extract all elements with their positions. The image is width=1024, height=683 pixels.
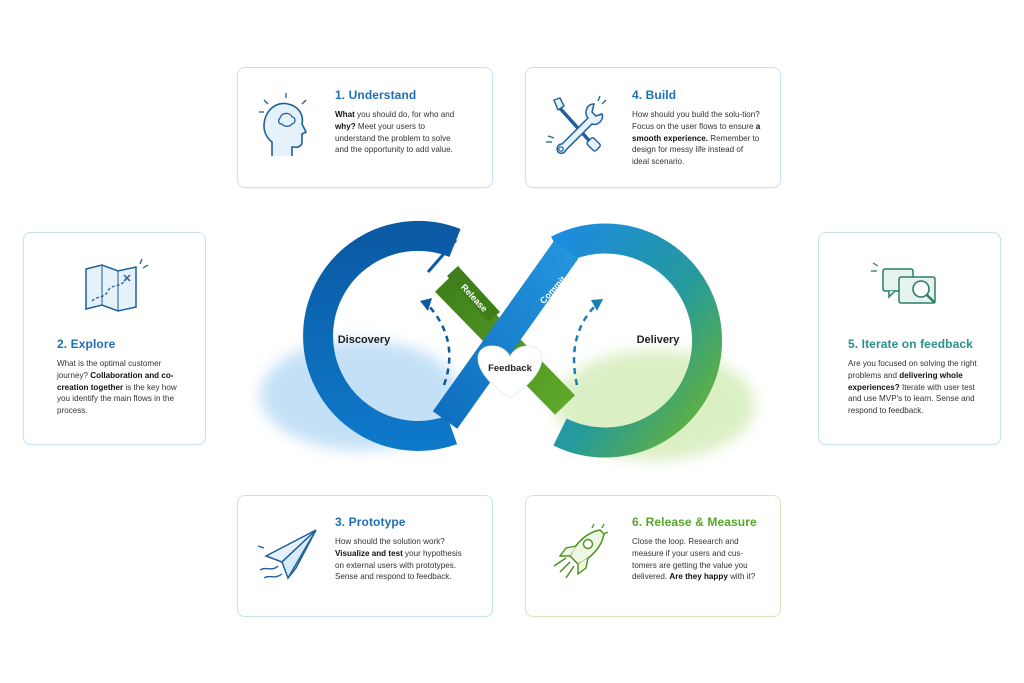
- understand-lead-2: why?: [335, 121, 356, 131]
- loop-label-feedback: Feedback: [488, 363, 533, 374]
- feedback-heart: [477, 345, 543, 399]
- map-icon: [85, 258, 149, 312]
- card-build-title: 4. Build: [632, 88, 677, 102]
- card-explore-text: What is the optimal customer journey? Co…: [57, 358, 181, 417]
- prototype-bold-1: Visualize and test: [335, 548, 403, 558]
- iterate-text-1: Are you focused on solving the right pro…: [848, 359, 977, 380]
- card-iterate: 5. Iterate on feedback Are you focused o…: [818, 232, 1001, 445]
- tools-icon: [546, 95, 607, 155]
- card-explore-title: 2. Explore: [57, 337, 116, 351]
- card-explore: 2. Explore What is the optimal customer …: [23, 232, 206, 445]
- discovery-arrowhead: [420, 298, 432, 311]
- delivery-dashed-arrow: [572, 304, 597, 386]
- iterate-text-2: Iterate with user test and use MVP's to …: [848, 382, 975, 416]
- iterate-bold-1: delivering whole experiences?: [848, 370, 963, 392]
- head-idea-icon: [259, 93, 308, 156]
- card-release-measure: 6. Release & Measure Close the loop. Res…: [525, 495, 781, 617]
- release-text-1: Close the loop. Research and measure if …: [632, 537, 748, 582]
- paper-plane-icon: [257, 529, 317, 580]
- understand-lead-1: What: [335, 110, 355, 119]
- build-text-1: How should you build the solu-tion? Focu…: [632, 110, 760, 131]
- release-bold-1: Are they happy: [669, 572, 728, 582]
- card-understand-text: What you should do, for who and why? Mee…: [335, 109, 459, 156]
- prototype-text-2: your hypothesis on external users with p…: [335, 548, 462, 582]
- understand-text-1: you should do, for who and: [354, 110, 455, 119]
- explore-text-2: is the key how you identify the main flo…: [57, 382, 177, 416]
- loop-label-discovery: Discovery: [338, 334, 391, 346]
- card-prototype-title: 3. Prototype: [335, 515, 406, 529]
- card-iterate-title: 5. Iterate on feedback: [848, 337, 973, 351]
- loop-end-marker: [426, 239, 458, 273]
- loop-right-delivery: [551, 223, 723, 458]
- release-text-2: with it?: [727, 572, 756, 582]
- loop-left-discovery: [303, 220, 461, 451]
- chat-search-icon: [871, 262, 936, 304]
- build-bold-1: a smooth experience.: [632, 121, 761, 143]
- rocket-icon: [553, 523, 609, 579]
- loop-commit-band: [432, 241, 579, 429]
- card-understand-title: 1. Understand: [335, 88, 417, 102]
- build-text-2: Remember to design for messy life instea…: [632, 133, 760, 167]
- discovery-dashed-arrow: [427, 304, 451, 386]
- loop-label-delivery: Delivery: [637, 334, 681, 346]
- card-prototype: 3. Prototype How should the solution wor…: [237, 495, 493, 617]
- card-build-text: How should you build the solu-tion? Focu…: [632, 109, 762, 168]
- card-prototype-text: How should the solution work? Visualize …: [335, 536, 465, 583]
- release-arrow: [447, 266, 500, 322]
- understand-text-2: Meet your users to understand the proble…: [335, 121, 453, 155]
- card-understand: 1. Understand What you should do, for wh…: [237, 67, 493, 188]
- card-release-title: 6. Release & Measure: [632, 515, 757, 529]
- delivery-arrowhead: [591, 299, 603, 311]
- card-iterate-text: Are you focused on solving the right pro…: [848, 358, 978, 417]
- card-release-text: Close the loop. Research and measure if …: [632, 536, 760, 583]
- explore-text-1: What is the optimal customer journey?: [57, 359, 162, 380]
- explore-bold-1: Collaboration and co-creation together: [57, 370, 174, 392]
- card-build: 4. Build How should you build the solu-t…: [525, 67, 781, 188]
- prototype-text-1: How should the solution work?: [335, 537, 445, 546]
